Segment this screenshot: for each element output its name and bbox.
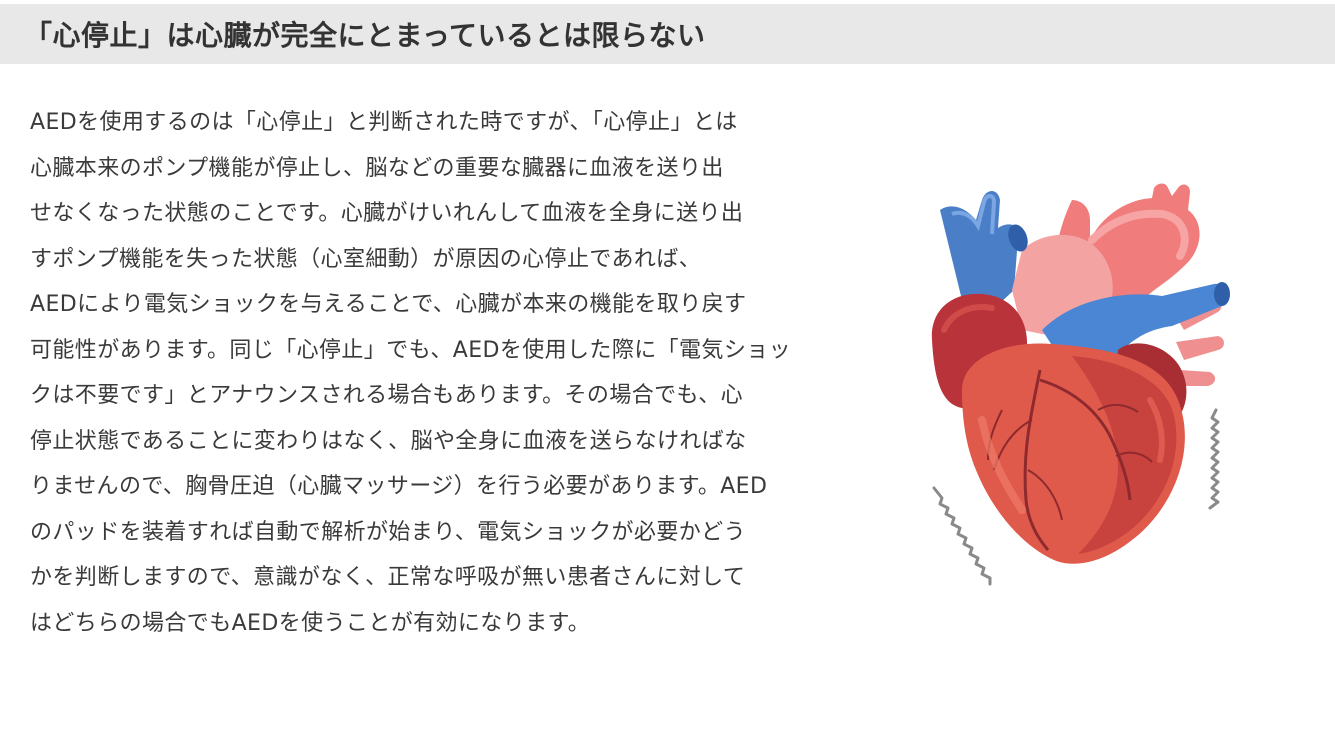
anatomical-heart-icon — [922, 180, 1242, 590]
paragraph-line: のパッドを装着すれば自動で解析が始まり、電気ショックが必要かどう — [30, 519, 746, 545]
section-title: 「心停止」は心臓が完全にとまっているとは限らない — [24, 19, 706, 52]
paragraph-line: クは不要です」とアナウンスされる場合もあります。その場合でも、心 — [30, 383, 744, 408]
paragraph-line: AEDにより電気ショックを与えることで、心臓が本来の機能を取り戻す — [30, 292, 747, 317]
wave-left-icon — [932, 486, 992, 586]
paragraph-line: せなくなった状態のことです。心臓がけいれんして血液を全身に送り出 — [30, 201, 744, 226]
paragraph-line: はどちらの場合でもAEDを使うことが有効になります。 — [30, 610, 591, 636]
paragraph-line: 停止状態であることに変わりはなく、脳や全身に血液を送らなければな — [30, 428, 747, 454]
paragraph-line: すポンプ機能を失った状態（心室細動）が原因の心停止であれば、 — [30, 246, 702, 272]
paragraph-line: かを判断しますので、意識がなく、正常な呼吸が無い患者さんに対して — [30, 565, 746, 590]
paragraph-line: 心臓本来のポンプ機能が停止し、脳などの重要な臓器に血液を送り出 — [30, 155, 724, 181]
body-paragraph: AEDを使用するのは「心停止」と判断された時ですが、「心停止」とは 心臓本来のポ… — [30, 100, 830, 646]
paragraph-line: 可能性があります。同じ「心停止」でも、AEDを使用した際に「電気ショッ — [30, 337, 792, 363]
wave-right-icon — [1208, 408, 1220, 510]
paragraph-line: りませんので、胸骨圧迫（心臓マッサージ）を行う必要があります。AED — [30, 474, 768, 499]
paragraph-line: AEDを使用するのは「心停止」と判断された時ですが、「心停止」とは — [30, 110, 738, 135]
section-header: 「心停止」は心臓が完全にとまっているとは限らない — [0, 4, 1335, 64]
